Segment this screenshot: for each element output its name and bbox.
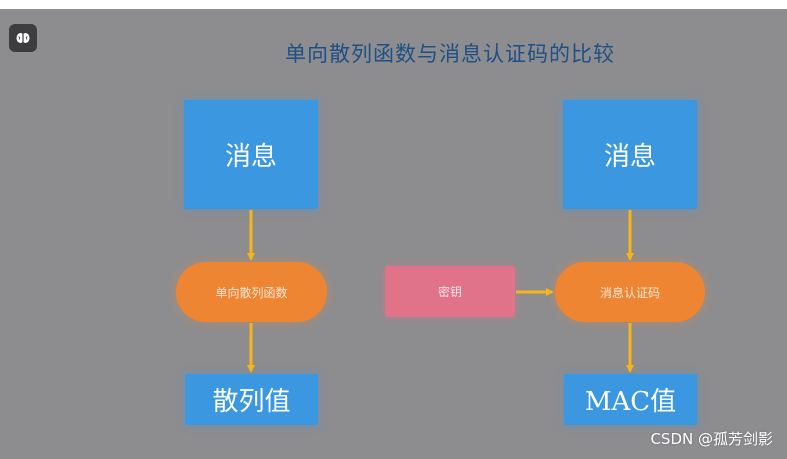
mac-value-box: MAC值 xyxy=(564,374,697,425)
mac-function-node: 消息认证码 xyxy=(555,262,705,322)
diagram-title: 单向散列函数与消息认证码的比较 xyxy=(285,42,615,66)
hash-value-box: 散列值 xyxy=(185,374,318,425)
left-message-box: 消息 xyxy=(184,100,318,209)
watermark: CSDN @孤芳剑影 xyxy=(650,430,773,448)
brain-icon-button[interactable] xyxy=(9,24,37,52)
right-message-box: 消息 xyxy=(563,100,697,209)
hash-function-node: 单向散列函数 xyxy=(176,262,327,322)
brain-icon xyxy=(16,33,30,43)
key-node: 密钥 xyxy=(385,266,515,317)
